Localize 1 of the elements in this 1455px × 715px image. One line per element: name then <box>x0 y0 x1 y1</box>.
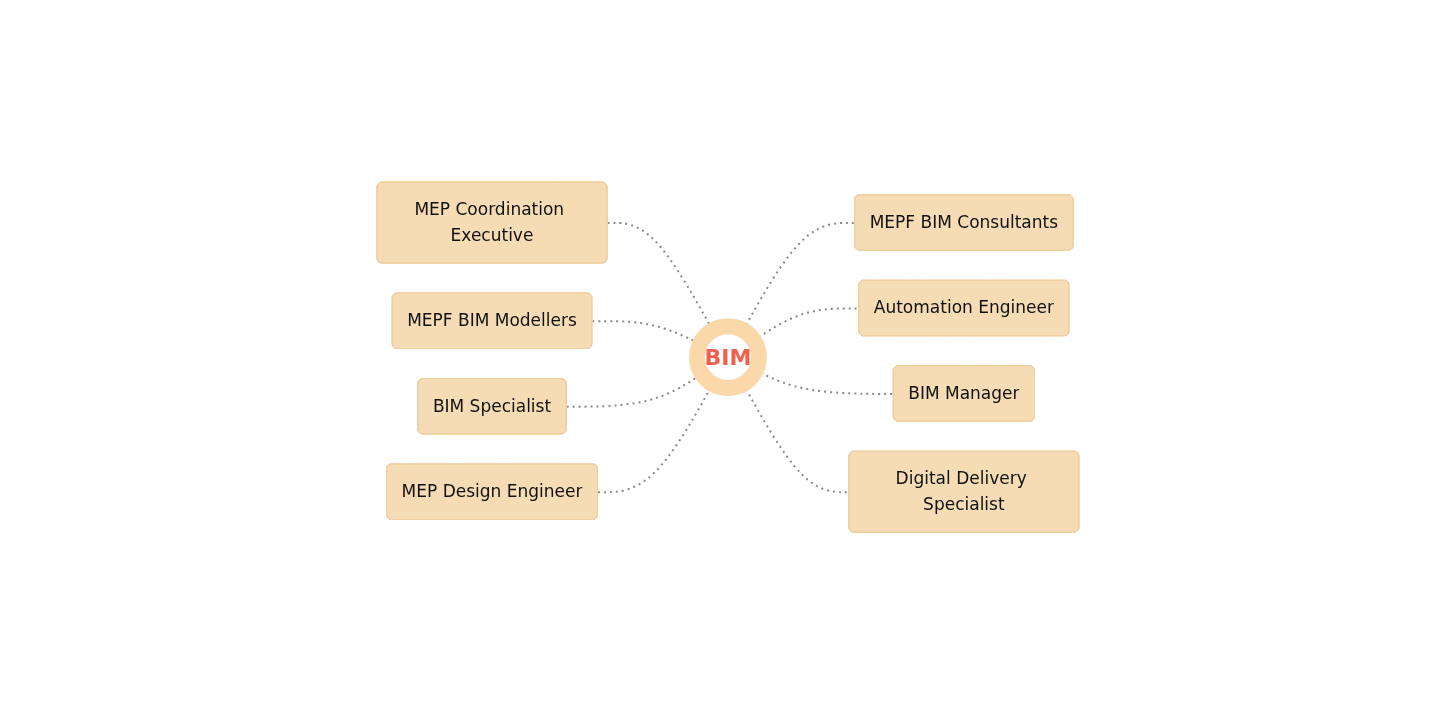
node-circle: BIM <box>688 318 767 397</box>
